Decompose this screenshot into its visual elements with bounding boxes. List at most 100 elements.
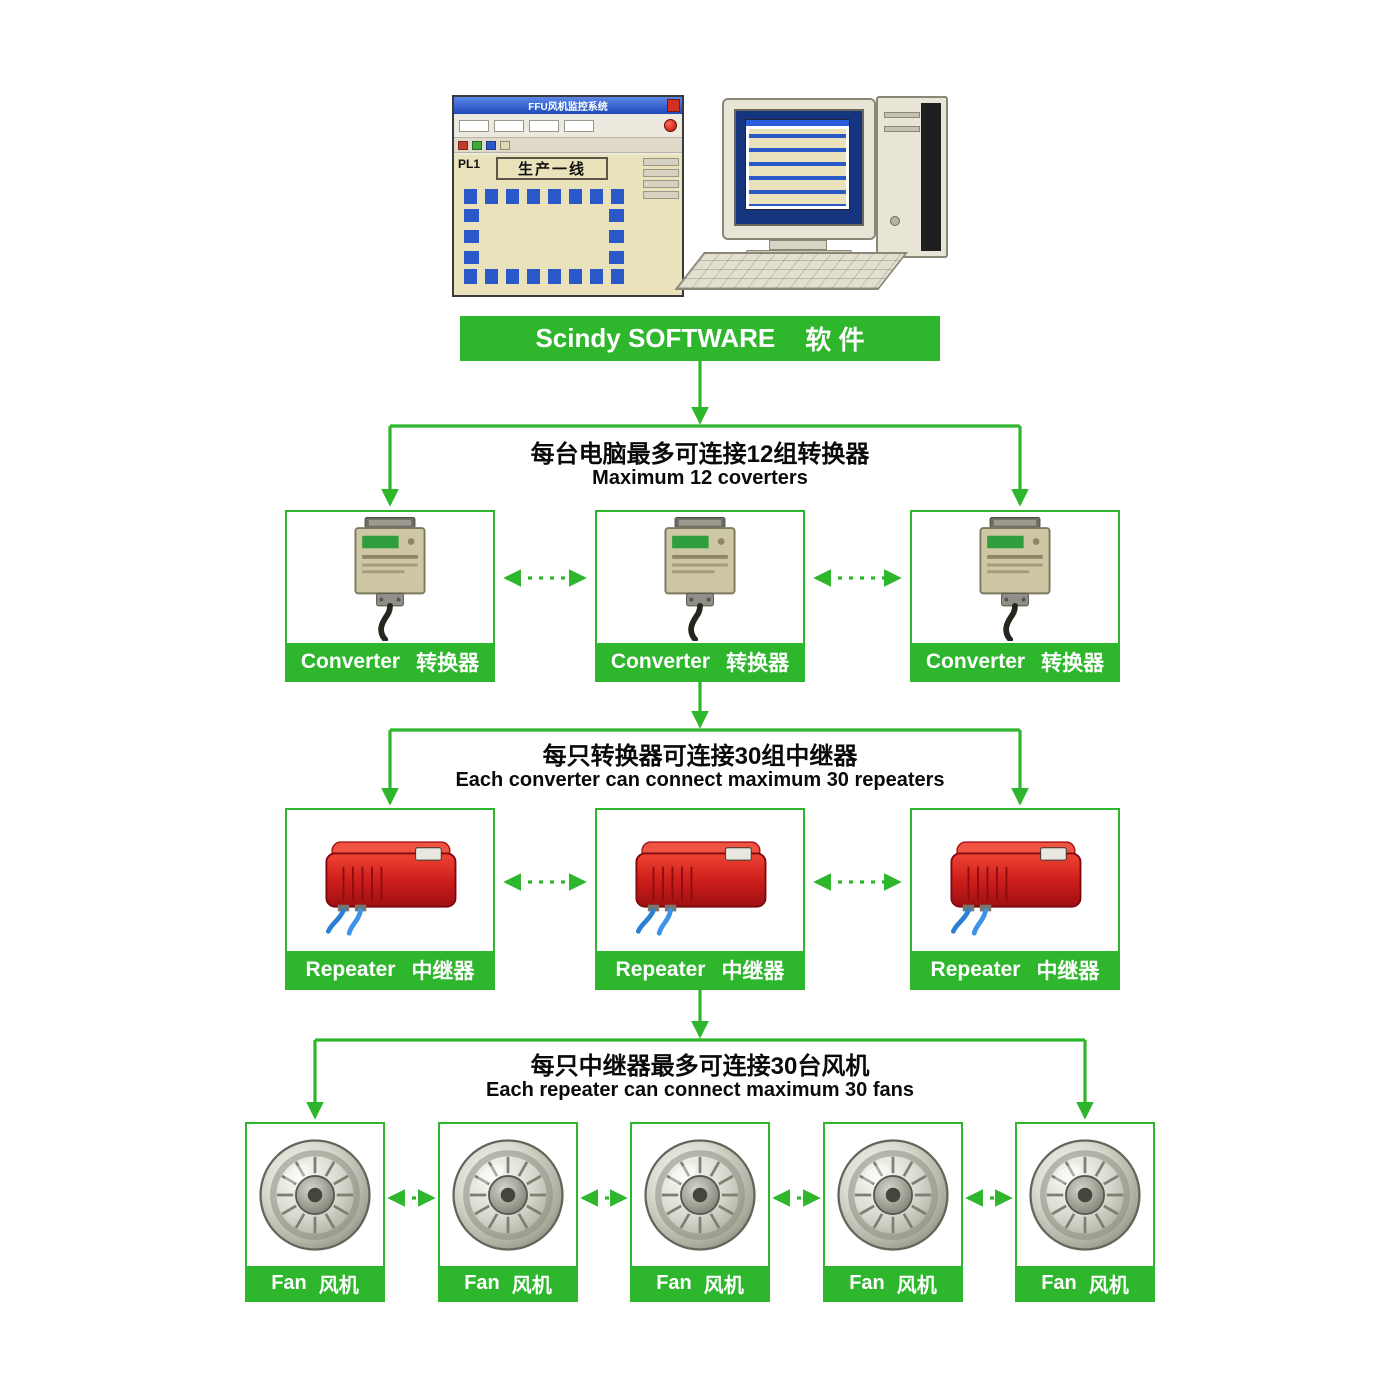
converter-level-heading-en: Maximum 12 coverters — [592, 467, 808, 489]
converter-node-3: Converter 转换器 — [910, 510, 1120, 682]
status-chip-icon — [500, 140, 510, 150]
fan-node-3: Fan 风机 — [630, 1122, 770, 1302]
ffu-grid-row — [464, 269, 624, 284]
mini-software-window — [745, 119, 850, 210]
fan-label-en: Fan — [271, 1271, 307, 1294]
fan-label-cn: 风机 — [511, 1274, 552, 1297]
fan-device-icon — [440, 1124, 576, 1266]
fan-level-heading-en: Each repeater can connect maximum 30 fan… — [486, 1079, 914, 1101]
repeater-device-icon — [597, 810, 803, 951]
toolbar-field — [494, 119, 524, 132]
software-banner-label-en: Scindy SOFTWARE — [535, 323, 776, 353]
software-banner-label-cn: 软 件 — [805, 325, 865, 355]
status-chip-icon — [472, 140, 482, 150]
alarm-button-icon — [664, 119, 677, 132]
repeater-label: Repeater 中继器 — [912, 951, 1118, 988]
keyboard — [674, 252, 908, 290]
software-banner: Scindy SOFTWARE 软 件 — [460, 316, 940, 361]
fan-device-icon — [632, 1124, 768, 1266]
fan-label: Fan 风机 — [632, 1266, 768, 1300]
converter-node-1: Converter 转换器 — [285, 510, 495, 682]
toolbar-field — [529, 119, 559, 132]
fan-node-1: Fan 风机 — [245, 1122, 385, 1302]
fan-label: Fan 风机 — [440, 1266, 576, 1300]
ffu-grid-column — [464, 209, 479, 264]
status-chip-icon — [486, 140, 496, 150]
toolbar-field — [564, 119, 594, 132]
repeater-device-icon — [287, 810, 493, 951]
ffu-grid-row — [464, 189, 624, 204]
side-button — [643, 158, 679, 166]
fan-device-icon — [247, 1124, 383, 1266]
screenshot-toolbar — [454, 114, 682, 138]
toolbar-field — [459, 119, 489, 132]
converter-level-heading-cn: 每台电脑最多可连接12组转换器 — [530, 441, 870, 468]
fan-label-en: Fan — [656, 1271, 692, 1294]
power-button-icon — [890, 216, 900, 226]
repeater-level-heading-en: Each converter can connect maximum 30 re… — [455, 769, 945, 791]
mini-window-titlebar — [746, 120, 849, 126]
repeater-level-heading-cn: 每只转换器可连接30组中继器 — [542, 743, 858, 770]
converter-label-en: Converter — [925, 649, 1026, 673]
converter-label-cn: 转换器 — [1041, 651, 1105, 675]
fan-label-cn: 风机 — [896, 1274, 937, 1297]
computer-tower — [876, 96, 948, 258]
repeater-node-2: Repeater 中继器 — [595, 808, 805, 990]
repeater-label-en: Repeater — [305, 957, 396, 981]
converter-device-icon — [912, 512, 1118, 643]
fan-device-icon — [1017, 1124, 1153, 1266]
repeater-device-icon — [912, 810, 1118, 951]
fan-label: Fan 风机 — [1017, 1266, 1153, 1300]
side-button — [643, 169, 679, 177]
fan-node-2: Fan 风机 — [438, 1122, 578, 1302]
fan-node-5: Fan 风机 — [1015, 1122, 1155, 1302]
fan-device-icon — [825, 1124, 961, 1266]
monitor-stand — [769, 240, 827, 250]
side-button — [643, 191, 679, 199]
repeater-label: Repeater 中继器 — [287, 951, 493, 988]
repeater-label: Repeater 中继器 — [597, 951, 803, 988]
ffu-grid-column — [609, 209, 624, 264]
fan-label-en: Fan — [464, 1271, 500, 1294]
converter-label-en: Converter — [610, 649, 711, 673]
converter-label-cn: 转换器 — [726, 651, 790, 675]
side-button — [643, 180, 679, 188]
repeater-label-cn: 中继器 — [411, 959, 475, 983]
converter-device-icon — [287, 512, 493, 643]
drive-slot — [884, 112, 920, 118]
converter-label-cn: 转换器 — [416, 651, 480, 675]
fan-label-cn: 风机 — [1088, 1274, 1129, 1297]
repeater-label-cn: 中继器 — [721, 959, 785, 983]
fan-label-en: Fan — [849, 1271, 885, 1294]
plan-side-buttons — [643, 158, 679, 199]
fan-label-en: Fan — [1041, 1271, 1077, 1294]
screenshot-plan-area: PL1 生产一线 — [454, 155, 682, 295]
fan-level-heading-cn: 每只中继器最多可连接30台风机 — [530, 1053, 870, 1080]
converter-device-icon — [597, 512, 803, 643]
fan-node-4: Fan 风机 — [823, 1122, 963, 1302]
converter-label-en: Converter — [300, 649, 401, 673]
drive-slot — [884, 126, 920, 132]
repeater-label-cn: 中继器 — [1036, 959, 1100, 983]
screenshot-titlebar: FFU风机监控系统 — [454, 97, 682, 114]
repeater-label-en: Repeater — [930, 957, 1021, 981]
computer-monitor — [722, 98, 876, 240]
converter-node-2: Converter 转换器 — [595, 510, 805, 682]
status-chip-icon — [458, 140, 468, 150]
fan-label: Fan 风机 — [825, 1266, 961, 1300]
tower-vent-panel — [921, 103, 941, 251]
fan-label-cn: 风机 — [318, 1274, 359, 1297]
screenshot-statusbar — [454, 138, 682, 153]
repeater-node-1: Repeater 中继器 — [285, 808, 495, 990]
software-screenshot: FFU风机监控系统 PL1 生产一线 — [452, 95, 684, 297]
fan-label-cn: 风机 — [703, 1274, 744, 1297]
converter-label: Converter 转换器 — [912, 643, 1118, 680]
converter-label: Converter 转换器 — [597, 643, 803, 680]
monitor-screen — [734, 109, 864, 226]
screenshot-window-title: FFU风机监控系统 — [528, 102, 608, 113]
plan-area-code: PL1 — [458, 157, 481, 171]
repeater-label-en: Repeater — [615, 957, 706, 981]
fan-label: Fan 风机 — [247, 1266, 383, 1300]
